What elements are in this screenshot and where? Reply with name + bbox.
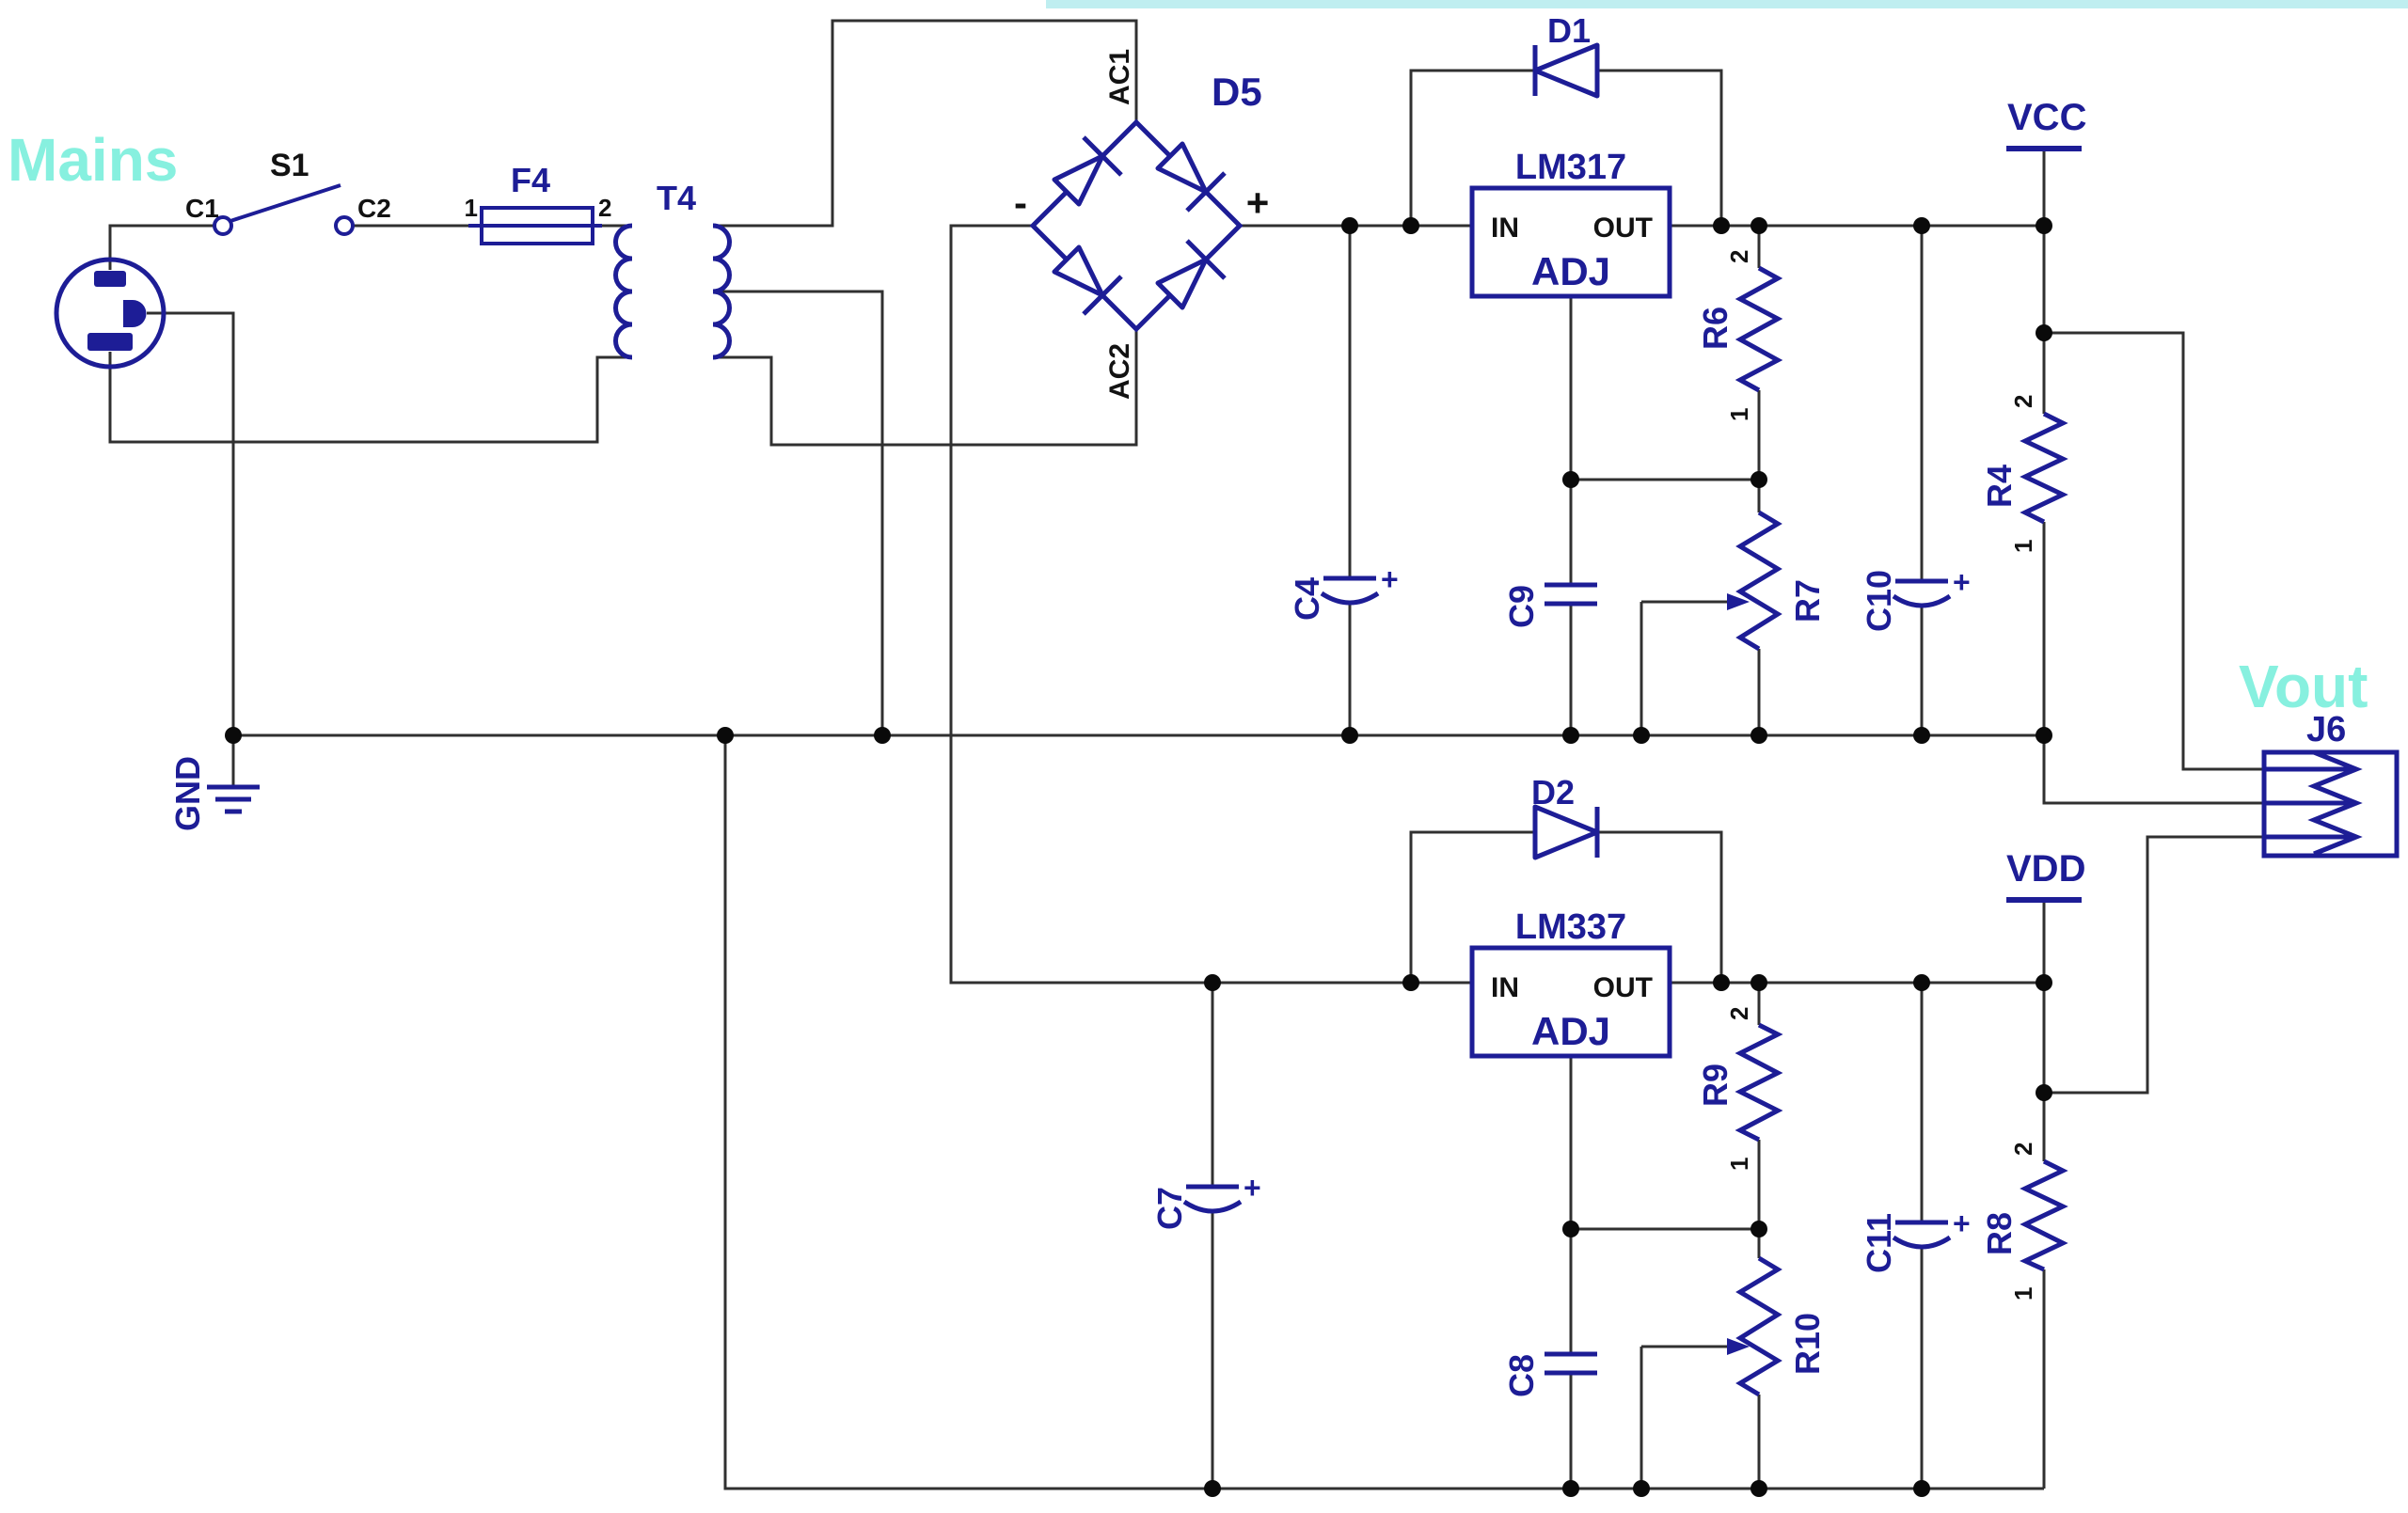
label-c4-plus: + bbox=[1381, 562, 1399, 596]
switch-contact-c2 bbox=[334, 215, 355, 236]
bridge-rectifier-d5 bbox=[1029, 118, 1244, 333]
label-lm337: LM337 bbox=[1515, 907, 1626, 947]
cap-c10 bbox=[1892, 578, 1952, 608]
fuse-f4 bbox=[468, 206, 602, 245]
label-c7-plus: + bbox=[1244, 1171, 1261, 1205]
label-c11: C11 bbox=[1860, 1213, 1898, 1273]
d5-diode-tr bbox=[1155, 141, 1209, 195]
protection-diode-d2 bbox=[1532, 804, 1600, 860]
label-d5-minus: - bbox=[1014, 181, 1027, 225]
label-r9-pin2: 2 bbox=[1725, 1007, 1753, 1020]
label-vout: Vout bbox=[2239, 653, 2368, 720]
r10-wiper-arrow bbox=[1727, 1338, 1750, 1355]
label-d5-ac1: AC1 bbox=[1104, 49, 1135, 105]
label-d1: D1 bbox=[1547, 11, 1591, 50]
switch-contact-c1 bbox=[213, 215, 233, 236]
label-t4: T4 bbox=[657, 179, 696, 217]
label-lm337-out: OUT bbox=[1593, 972, 1653, 1003]
label-r8: R8 bbox=[1980, 1212, 2019, 1255]
t4-secondary-coil bbox=[712, 223, 732, 360]
label-c7: C7 bbox=[1150, 1187, 1189, 1230]
regulator-lm317 bbox=[1469, 185, 1672, 299]
cap-c9 bbox=[1545, 582, 1597, 607]
label-c10: C10 bbox=[1860, 570, 1898, 632]
potentiometer-r7 bbox=[1727, 510, 1782, 652]
label-lm317-in: IN bbox=[1491, 213, 1519, 244]
d5-diode-br bbox=[1155, 257, 1209, 310]
switch-blade bbox=[230, 183, 341, 223]
resistor-r8 bbox=[2020, 1158, 2068, 1272]
label-mains: Mains bbox=[8, 126, 178, 194]
label-vdd: VDD bbox=[2006, 848, 2085, 890]
label-lm337-adj: ADJ bbox=[1531, 1009, 1610, 1053]
label-c11-plus: + bbox=[1953, 1206, 1971, 1240]
label-gnd: GND bbox=[168, 756, 207, 831]
label-r4: R4 bbox=[1980, 465, 2019, 508]
transformer-t4 bbox=[613, 223, 732, 360]
label-r8-pin2: 2 bbox=[2009, 1143, 2037, 1156]
potentiometer-r10 bbox=[1727, 1255, 1782, 1397]
label-r9-pin1: 1 bbox=[1725, 1158, 1753, 1171]
cap-c11 bbox=[1892, 1220, 1952, 1250]
label-r9: R9 bbox=[1696, 1064, 1735, 1107]
junction-dots bbox=[225, 217, 2052, 1497]
label-lm337-in: IN bbox=[1491, 972, 1519, 1003]
regulator-lm337 bbox=[1469, 945, 1672, 1059]
cap-c4 bbox=[1320, 575, 1380, 606]
label-r6: R6 bbox=[1696, 307, 1735, 350]
protection-diode-d1 bbox=[1532, 42, 1600, 99]
t4-primary-coil bbox=[613, 223, 633, 360]
label-f4: F4 bbox=[511, 161, 550, 199]
label-c9: C9 bbox=[1502, 585, 1541, 628]
label-r4-pin1: 1 bbox=[2009, 540, 2037, 553]
label-r6-pin2: 2 bbox=[1725, 250, 1753, 263]
d5-diode-tl bbox=[1052, 153, 1105, 207]
label-c4: C4 bbox=[1288, 577, 1326, 621]
label-vcc: VCC bbox=[2007, 97, 2086, 138]
label-c2: C2 bbox=[357, 194, 391, 223]
label-r7: R7 bbox=[1788, 579, 1827, 623]
resistor-r4 bbox=[2020, 411, 2068, 525]
label-c10-plus: + bbox=[1953, 565, 1971, 599]
label-lm317-adj: ADJ bbox=[1531, 249, 1610, 293]
label-lm317: LM317 bbox=[1515, 148, 1626, 187]
gnd-symbol bbox=[207, 784, 260, 814]
label-f4-pin1: 1 bbox=[465, 194, 478, 222]
cap-c8 bbox=[1545, 1351, 1597, 1376]
r7-wiper-arrow bbox=[1727, 593, 1750, 610]
cap-c7 bbox=[1182, 1184, 1243, 1214]
plug-pin-bottom bbox=[87, 333, 133, 351]
d5-diode-bl bbox=[1052, 244, 1105, 298]
label-r8-pin1: 1 bbox=[2009, 1287, 2037, 1300]
resistor-r6 bbox=[1735, 265, 1783, 393]
label-lm317-out: OUT bbox=[1593, 213, 1653, 244]
label-r4-pin2: 2 bbox=[2009, 395, 2037, 408]
label-d5: D5 bbox=[1212, 70, 1262, 114]
label-s1: S1 bbox=[270, 148, 309, 183]
label-f4-pin2: 2 bbox=[598, 194, 611, 222]
label-d5-ac2: AC2 bbox=[1104, 343, 1135, 400]
top-edge-strip bbox=[1046, 0, 2408, 8]
label-d5-plus: + bbox=[1246, 181, 1270, 225]
label-r10: R10 bbox=[1788, 1313, 1827, 1375]
connector-j6 bbox=[2261, 749, 2400, 859]
plug-pin-middle bbox=[123, 300, 147, 327]
label-d2: D2 bbox=[1531, 773, 1575, 812]
plug-pin-top bbox=[94, 271, 126, 287]
label-r6-pin1: 1 bbox=[1725, 408, 1753, 421]
label-c1: C1 bbox=[185, 194, 219, 223]
label-j6: J6 bbox=[2306, 710, 2346, 749]
label-c8: C8 bbox=[1502, 1354, 1541, 1397]
switch-s1 bbox=[213, 183, 355, 236]
resistor-r9 bbox=[1735, 1022, 1783, 1143]
mains-plug bbox=[54, 257, 166, 370]
